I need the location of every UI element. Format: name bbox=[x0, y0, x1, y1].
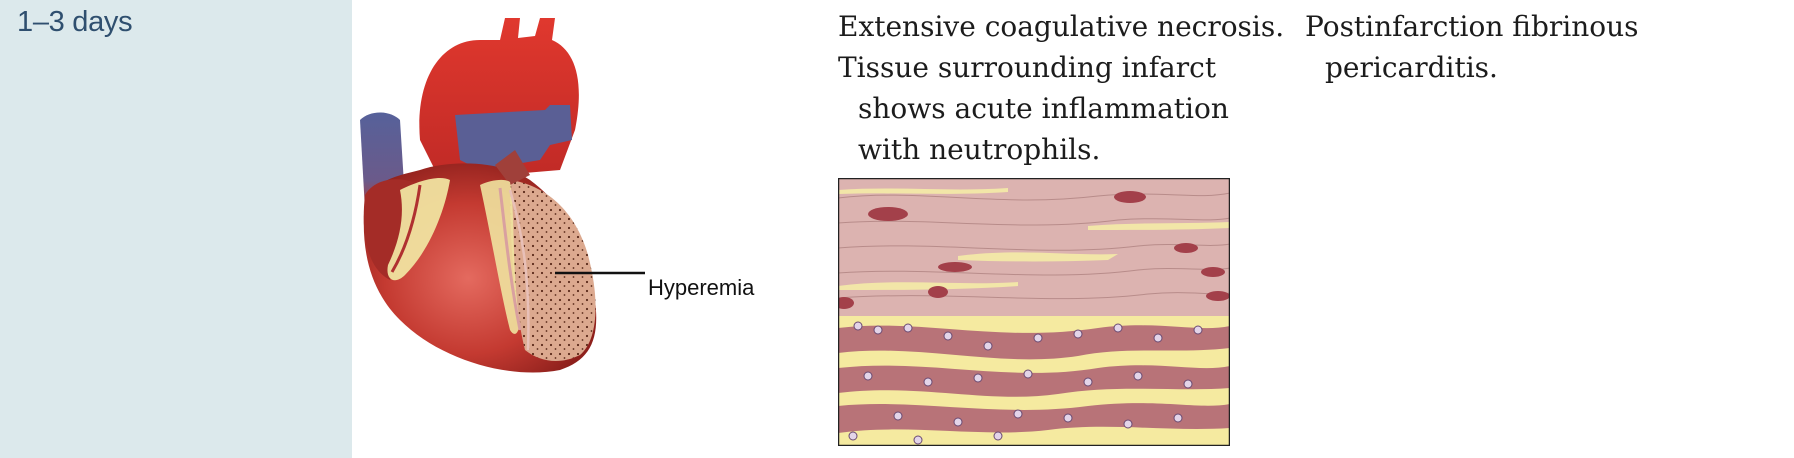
microscopic-line-1: Extensive coagulative necrosis. bbox=[838, 10, 1285, 43]
hyperemia-label: Hyperemia bbox=[648, 275, 755, 300]
complications-description: Postinfarction fibrinous pericarditis. bbox=[1305, 6, 1639, 88]
time-label: 1–3 days bbox=[17, 6, 133, 38]
heart-illustration bbox=[360, 18, 645, 373]
histology-illustration bbox=[838, 178, 1230, 446]
microscopic-line-3: shows acute inflammation bbox=[858, 92, 1229, 125]
microscopic-description: Extensive coagulative necrosis. Tissue s… bbox=[838, 6, 1284, 170]
complications-line-2: pericarditis. bbox=[1325, 51, 1498, 84]
microscopic-line-2: Tissue surrounding infarct bbox=[838, 51, 1217, 84]
row-time-panel: 1–3 days bbox=[0, 0, 352, 458]
complications-line-1: Postinfarction fibrinous bbox=[1305, 10, 1639, 43]
microscopic-line-4: with neutrophils. bbox=[858, 133, 1101, 166]
